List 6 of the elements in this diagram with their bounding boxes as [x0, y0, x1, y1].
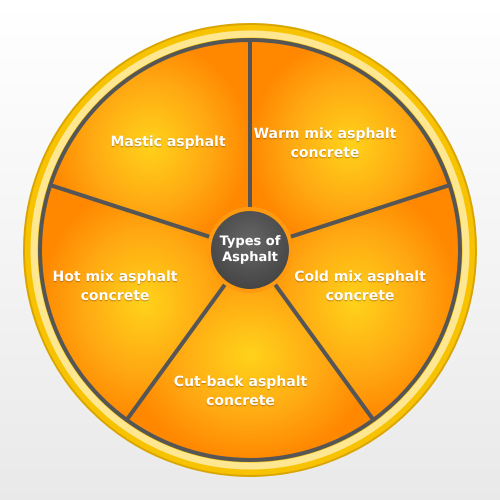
segment-label: Cold mix asphalt concrete — [290, 268, 430, 306]
segment-label: Mastic asphalt — [98, 133, 238, 152]
center-label: Types of Asphalt — [218, 234, 282, 266]
segment-label: Warm mix asphalt concrete — [250, 125, 400, 163]
segment-label: Cut-back asphalt concrete — [168, 373, 313, 411]
segment-label: Hot mix asphalt concrete — [50, 268, 180, 306]
